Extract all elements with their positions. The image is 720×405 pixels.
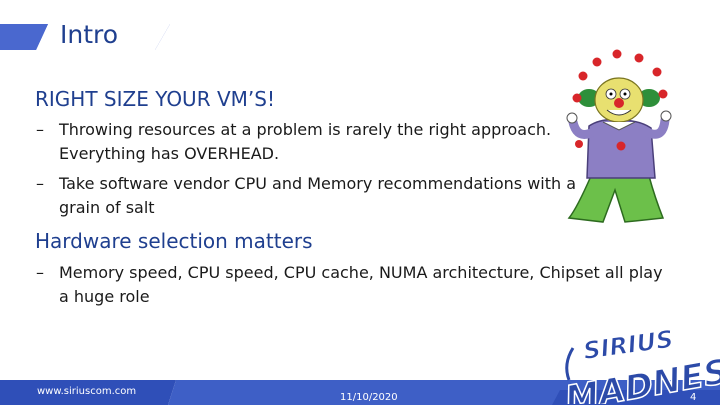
bullet-dash: – — [36, 174, 44, 193]
juggling-clown-image — [566, 49, 672, 223]
slide-title: Intro — [60, 20, 119, 49]
heading-right-size: RIGHT SIZE YOUR VM’S! — [35, 87, 275, 111]
footer-band — [0, 380, 720, 405]
footer-page-number: 4 — [690, 392, 697, 403]
logo-top-text: SIRIUS — [582, 325, 675, 365]
bullet-dash: – — [36, 263, 44, 282]
footer-url[interactable]: www.siriuscom.com — [37, 386, 137, 397]
footer-date: 11/10/2020 — [340, 392, 398, 403]
bullet-text: Take software vendor CPU and Memory reco… — [59, 174, 577, 217]
title-accent-bar — [0, 24, 170, 50]
bullet-item: – Memory speed, CPU speed, CPU cache, NU… — [36, 261, 676, 309]
bullet-item: – Take software vendor CPU and Memory re… — [36, 172, 596, 220]
bullet-item: – Throwing resources at a problem is rar… — [36, 118, 596, 166]
bullet-text: Throwing resources at a problem is rarel… — [59, 120, 552, 163]
bullet-dash: – — [36, 120, 44, 139]
bullet-text: Memory speed, CPU speed, CPU cache, NUMA… — [59, 263, 663, 306]
heading-hardware: Hardware selection matters — [35, 229, 313, 253]
sirius-madness-logo: SIRIUS MADNESS — [561, 324, 720, 404]
